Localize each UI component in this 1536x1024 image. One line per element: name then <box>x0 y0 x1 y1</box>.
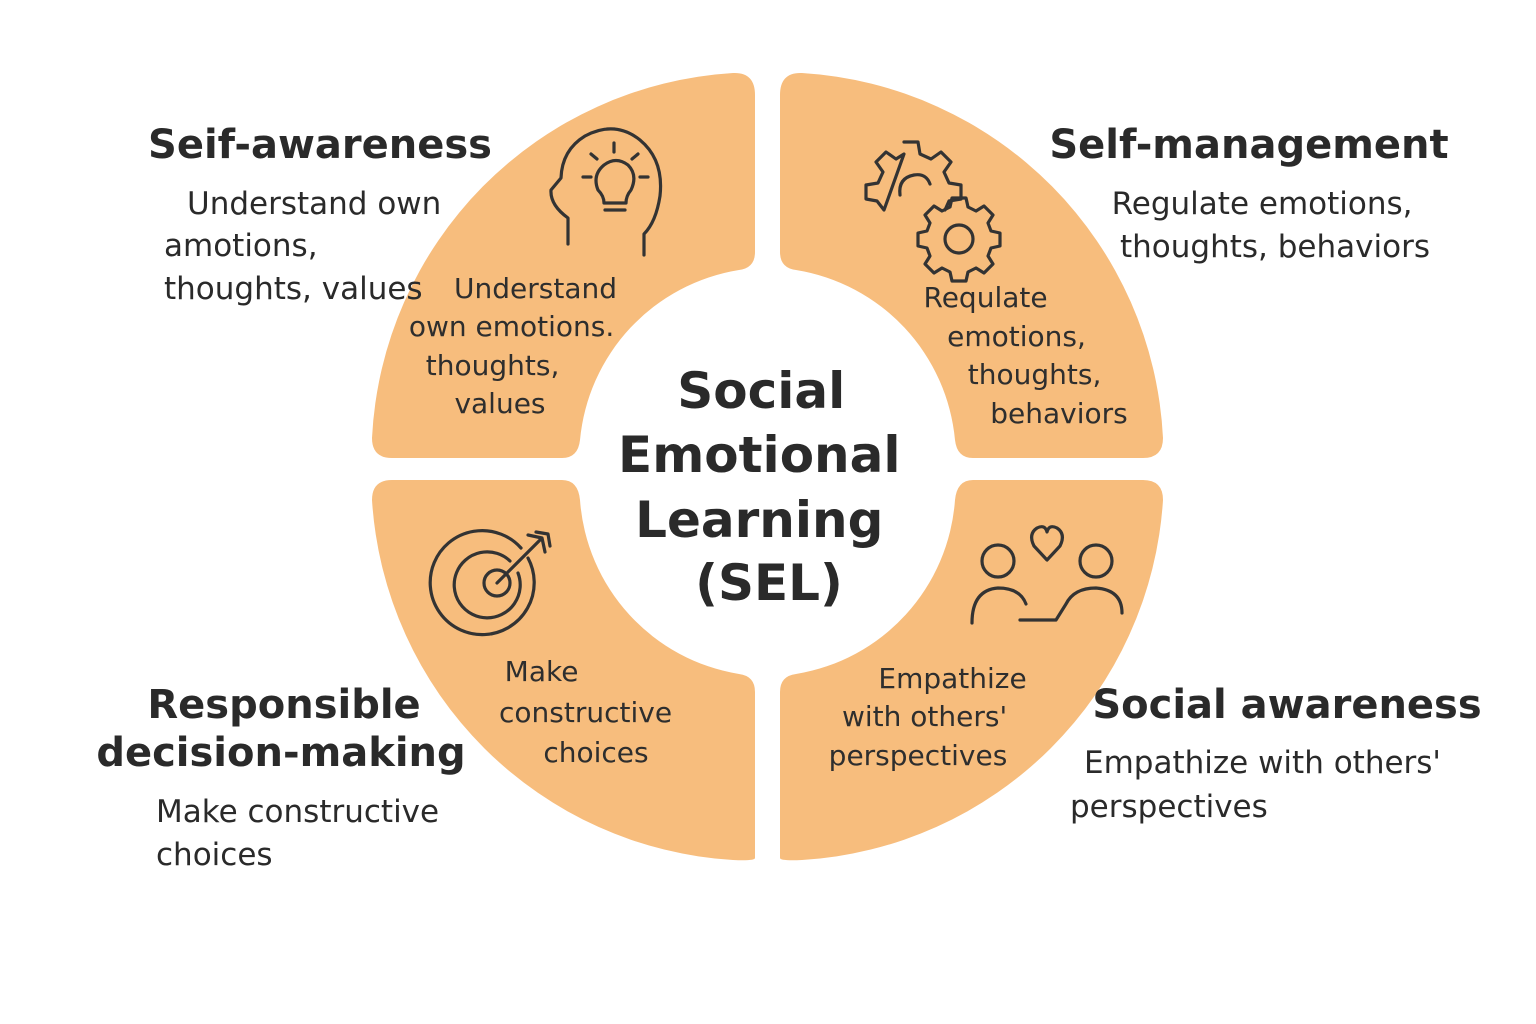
title-self-awareness: Seif-awareness <box>148 122 492 168</box>
center-line: (SEL) <box>695 554 843 612</box>
inner-line: thoughts, <box>426 349 560 382</box>
title-line: Seif-awareness <box>148 122 492 168</box>
title-social-awareness: Social awareness <box>1092 682 1481 728</box>
inner-line: constructive <box>499 696 672 729</box>
desc-line: Regulate emotions, <box>1112 186 1413 222</box>
people-heart-icon <box>970 525 1124 625</box>
desc-line: thoughts, behaviors <box>1120 229 1430 265</box>
inner-text-responsible-decision-making: Make constructive choices <box>499 655 681 769</box>
inner-line: Make <box>505 655 579 688</box>
segment-social-awareness <box>780 480 1163 861</box>
segment-self-management <box>780 72 1163 458</box>
target-arrow-icon <box>428 529 552 637</box>
inner-line: perspectives <box>829 739 1008 772</box>
inner-line: with others' <box>842 700 1007 733</box>
inner-line: Empathize <box>878 662 1026 695</box>
desc-line: Empathize with others' <box>1084 745 1441 781</box>
inner-line: values <box>454 387 545 420</box>
desc-self-management: Regulate emotions, thoughts, behaviors <box>1112 186 1430 265</box>
inner-line: Understand <box>454 272 617 305</box>
desc-responsible-decision-making: Make constructive choices <box>156 794 449 873</box>
title-line: Self-management <box>1049 122 1448 168</box>
inner-text-self-awareness: Understand own emotions. thoughts, value… <box>409 272 626 420</box>
title-responsible-decision-making: Responsible decision-making <box>96 682 465 776</box>
desc-self-awareness: Understand own amotions, thoughts, value… <box>164 186 451 307</box>
desc-social-awareness: Empathize with others' perspectives <box>1070 745 1451 825</box>
desc-line: choices <box>156 837 273 873</box>
desc-line: Make constructive <box>156 794 439 830</box>
inner-text-social-awareness: Empathize with others' perspectives <box>829 662 1036 772</box>
desc-line: Understand own <box>187 186 441 222</box>
inner-text-self-management: Requlate emotions, thoughts, behaviors <box>924 281 1128 430</box>
center-title: Social Emotional Learning (SEL) <box>618 362 918 612</box>
inner-line: thoughts, <box>968 358 1102 391</box>
inner-line: emotions, <box>947 320 1086 353</box>
desc-line: perspectives <box>1070 789 1268 825</box>
center-line: Learning <box>635 491 883 549</box>
title-line: Responsible <box>147 682 420 728</box>
inner-line: choices <box>543 736 648 769</box>
inner-line: Requlate <box>924 281 1048 314</box>
center-line: Social <box>677 362 845 420</box>
gears-icon <box>864 140 1002 283</box>
inner-line: own emotions. <box>409 310 614 343</box>
center-line: Emotional <box>618 426 900 484</box>
title-line: decision-making <box>96 730 465 776</box>
desc-line: amotions, <box>164 228 318 264</box>
head-lightbulb-icon <box>549 127 663 257</box>
segment-responsible-decision-making <box>372 480 755 861</box>
desc-line: thoughts, values <box>164 271 423 307</box>
title-self-management: Self-management <box>1049 122 1448 168</box>
title-line: Social awareness <box>1092 682 1481 728</box>
inner-line: behaviors <box>990 397 1127 430</box>
